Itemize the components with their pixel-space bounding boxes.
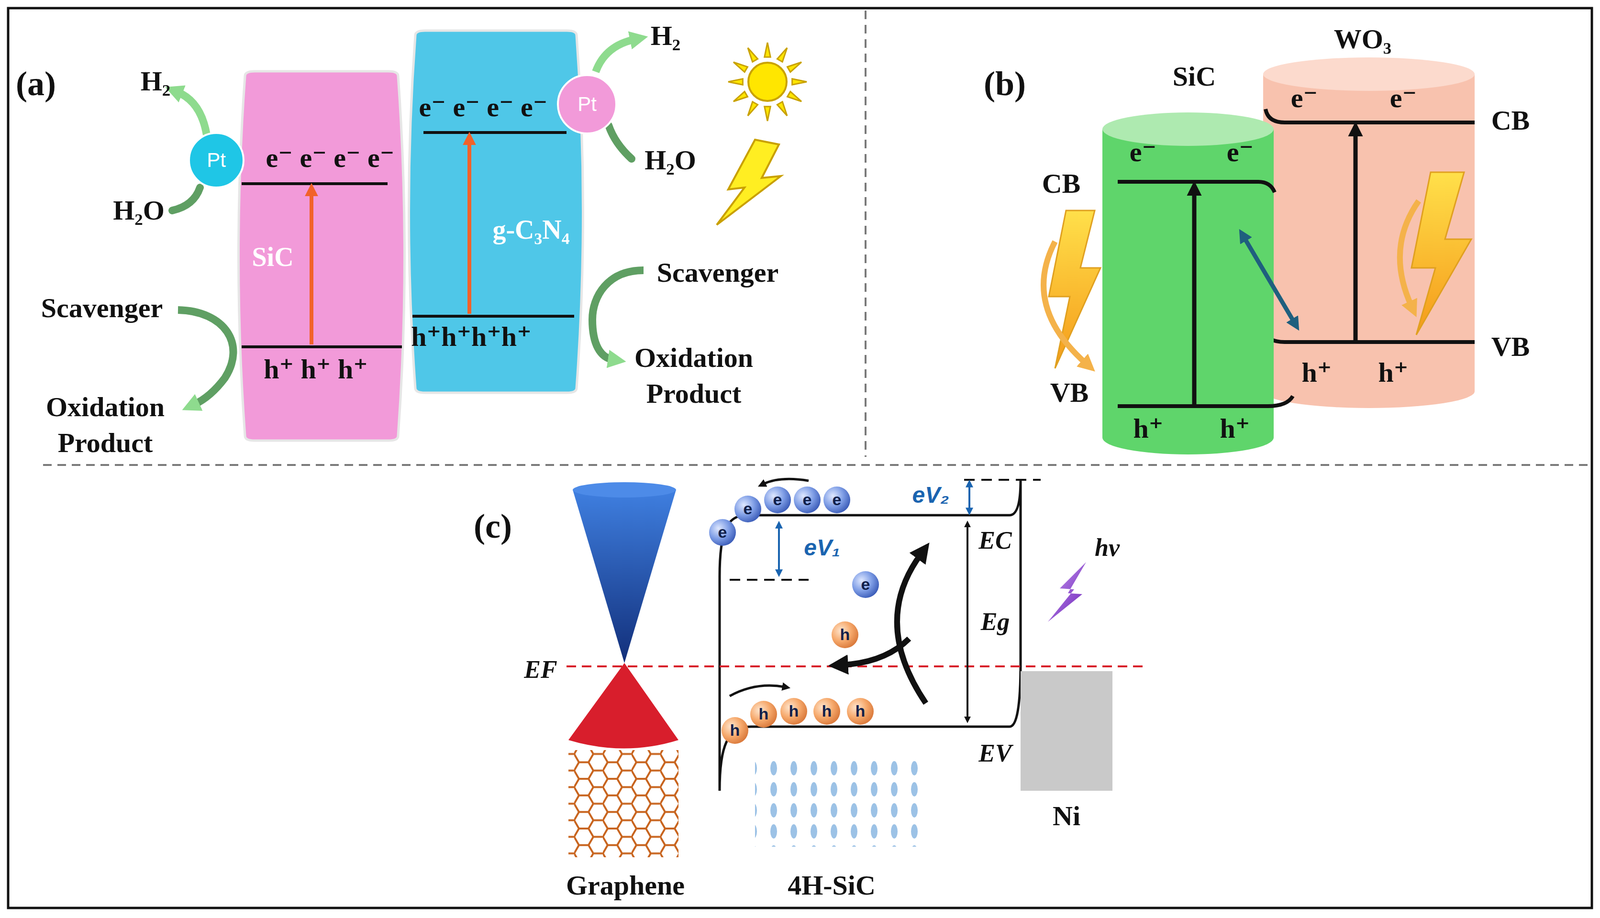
- node-text: h: [788, 701, 800, 721]
- panel-letter: (a): [15, 64, 56, 104]
- charge-carrier: h: [812, 697, 841, 726]
- node-text: e: [861, 575, 871, 594]
- node-text: Pt: [577, 92, 597, 116]
- reactant-label: H₂O: [112, 194, 165, 227]
- charge-carrier: e: [733, 495, 762, 523]
- charge-carrier: e: [763, 486, 792, 514]
- node-text: h⁺: [1133, 412, 1164, 445]
- sic-cylinder: SiC e⁻ e⁻ h⁺ h⁺: [1102, 52, 1274, 455]
- node-text: Pt: [206, 148, 226, 172]
- node-text: e⁻: [1129, 136, 1157, 169]
- node-text: g-C₃N₄: [492, 214, 570, 245]
- node-text: e: [802, 490, 812, 510]
- node-text: SiC: [251, 241, 294, 273]
- energy-label: Eg: [980, 607, 1011, 637]
- node-text: h: [822, 701, 833, 721]
- charge-carrier: e: [793, 486, 822, 514]
- node-text: e⁻: [1290, 82, 1318, 115]
- energy-label: EC: [978, 526, 1012, 556]
- ni-contact: Ni: [1020, 671, 1113, 834]
- photon-label: hv: [1094, 533, 1120, 563]
- node-text: WO₃: [1333, 23, 1392, 56]
- barrier-label: eV₁: [803, 534, 841, 561]
- material-label: 4H-SiC: [787, 869, 876, 902]
- charge-carrier: e: [851, 570, 880, 599]
- charge-carrier: h: [779, 697, 808, 726]
- charge-carrier: h: [749, 700, 778, 729]
- band-label: VB: [1491, 331, 1531, 364]
- wo3-cylinder: WO₃ e⁻ e⁻ h⁺ h⁺: [1263, 19, 1475, 409]
- pt-cocatalyst: Pt: [187, 131, 245, 189]
- node-text: e: [718, 522, 728, 542]
- node-text: h: [758, 704, 769, 724]
- material-label: Graphene: [566, 869, 685, 902]
- node-text: e⁻ e⁻ e⁻ e⁻: [266, 142, 395, 175]
- band-label: CB: [1042, 167, 1081, 200]
- charge-carrier: e: [708, 518, 737, 547]
- charge-carrier: h: [831, 621, 859, 649]
- charge-carrier: e: [822, 486, 851, 514]
- gas-label: H₂: [140, 65, 171, 98]
- charge-carrier: h: [846, 697, 875, 726]
- node-text: e: [832, 490, 842, 510]
- node-text: h: [840, 625, 851, 645]
- reagent-label: Scavenger: [41, 292, 164, 325]
- node-text: h: [855, 701, 866, 721]
- band-label: VB: [1050, 377, 1089, 410]
- node-text: h: [730, 721, 741, 740]
- reagent-label: Scavenger: [656, 256, 779, 289]
- node-text: e⁻ e⁻ e⁻ e⁻: [419, 91, 548, 124]
- node-text: SiC: [1172, 60, 1216, 93]
- product-label: Oxidation Product: [614, 339, 773, 412]
- node-text: e⁻: [1389, 82, 1417, 115]
- panel-letter: (c): [473, 506, 512, 547]
- node-text: h⁺: [1220, 412, 1251, 445]
- sic-band-box: e⁻ e⁻ e⁻ e⁻ SiC h⁺ h⁺ h⁺: [237, 71, 406, 441]
- energy-label: EV: [978, 739, 1012, 768]
- charge-carrier: h: [721, 716, 749, 745]
- node-text: Ni: [1052, 800, 1081, 833]
- node-text: h⁺h⁺h⁺h⁺: [411, 321, 532, 354]
- node-text: e: [773, 490, 783, 510]
- node-text: h⁺: [1378, 356, 1409, 389]
- node-shape: [1263, 19, 1475, 409]
- node-text: e: [743, 499, 753, 519]
- gas-label: H₂: [650, 20, 681, 53]
- barrier-label: eV₂: [911, 481, 949, 509]
- product-label: Oxidation Product: [26, 388, 185, 462]
- band-label: CB: [1491, 104, 1531, 137]
- node-shape: [1102, 52, 1274, 455]
- fermi-label: EF: [523, 655, 557, 685]
- node-text: h⁺: [1301, 356, 1333, 389]
- gcn-band-box: e⁻ e⁻ e⁻ e⁻ g-C₃N₄ h⁺h⁺h⁺h⁺: [408, 30, 584, 393]
- node-text: h⁺ h⁺ h⁺: [263, 353, 368, 386]
- panel-letter: (b): [983, 64, 1026, 104]
- reactant-label: H₂O: [644, 144, 697, 177]
- pt-cocatalyst: Pt: [556, 73, 618, 135]
- node-text: e⁻: [1226, 136, 1254, 169]
